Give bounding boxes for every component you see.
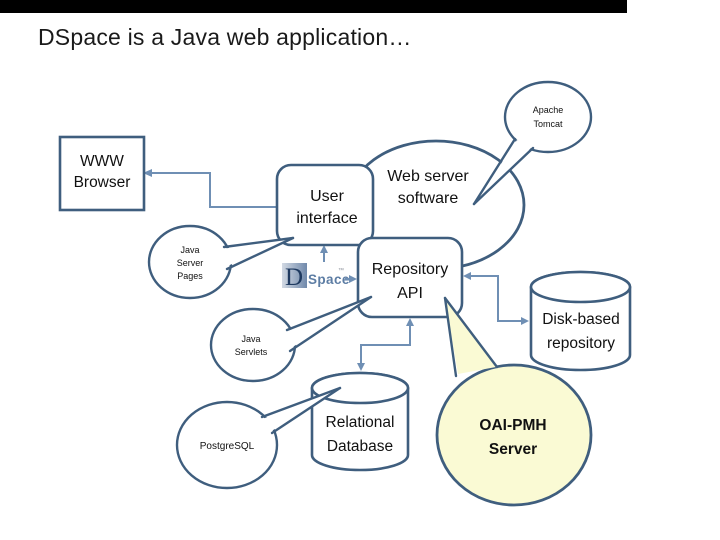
disk-repository-cylinder-top (529, 270, 632, 304)
java-server-pages-label-line2: Server (177, 258, 204, 268)
callout-oai-pmh-server: OAI-PMH Server (435, 296, 593, 507)
relational-database-label-line2: Database (327, 438, 393, 455)
node-disk-based-repository: Disk-based repository (529, 270, 632, 372)
web-server-label-line2: software (398, 190, 459, 207)
node-relational-database: Relational Database (310, 371, 410, 472)
dspace-logo-block (282, 263, 307, 288)
callout-java-server-pages: Java Server Pages (147, 224, 295, 300)
connector-logo-to-user-interface (320, 245, 328, 262)
www-browser-label-line2: Browser (74, 174, 131, 191)
top-black-bar (0, 0, 627, 13)
repository-api-label-line2: API (397, 285, 423, 302)
dspace-logo-space: Space (308, 272, 350, 287)
apache-tomcat-bubble (503, 80, 593, 154)
java-servlets-label-line1: Java (241, 334, 260, 344)
oai-pmh-bubble (435, 363, 593, 507)
user-interface-box (275, 163, 375, 247)
callout-postgresql: PostgreSQL (175, 386, 342, 490)
dspace-logo-d: D (285, 264, 303, 291)
java-server-pages-label-line1: Java (180, 245, 199, 255)
callout-apache-tomcat: Apache Tomcat (472, 80, 593, 206)
node-repository-api: Repository API (356, 236, 464, 319)
apache-tomcat-label-line1: Apache (533, 105, 564, 115)
user-interface-label-line1: User (310, 188, 344, 205)
www-browser-box (58, 135, 146, 212)
www-browser-label-line1: WWW (80, 153, 124, 170)
dspace-logo-tm: ™ (338, 267, 344, 274)
slide-title: DSpace is a Java web application… (38, 24, 412, 50)
java-servlets-bubble (209, 307, 297, 383)
dspace-logo: D Space ™ (282, 263, 357, 291)
node-www-browser: WWW Browser (58, 135, 146, 212)
repository-api-box (356, 236, 464, 319)
relational-database-cylinder-top (310, 371, 410, 405)
postgresql-bubble (175, 400, 279, 490)
java-servlets-label-line2: Servlets (235, 347, 268, 357)
connector-logo-to-repository-api (345, 275, 357, 283)
node-user-interface: User interface (275, 163, 375, 247)
postgresql-label: PostgreSQL (200, 441, 255, 452)
apache-tomcat-label-line2: Tomcat (533, 119, 563, 129)
oai-pmh-label-line2: Server (489, 441, 537, 458)
oai-pmh-label-line1: OAI-PMH (479, 417, 546, 434)
repository-api-label-line1: Repository (372, 261, 448, 278)
connector-user-interface-to-browser (143, 169, 277, 208)
disk-repository-label-line1: Disk-based (542, 311, 620, 328)
connector-repository-api-to-relational-database (357, 318, 414, 371)
user-interface-label-line2: interface (296, 210, 357, 227)
disk-repository-label-line2: repository (547, 335, 615, 352)
connector-repository-api-to-disk-repository (463, 272, 529, 325)
web-server-label-line1: Web server (387, 168, 469, 185)
callout-java-servlets: Java Servlets (209, 295, 373, 383)
relational-database-label-line1: Relational (326, 414, 395, 431)
java-server-pages-label-line3: Pages (177, 271, 203, 281)
